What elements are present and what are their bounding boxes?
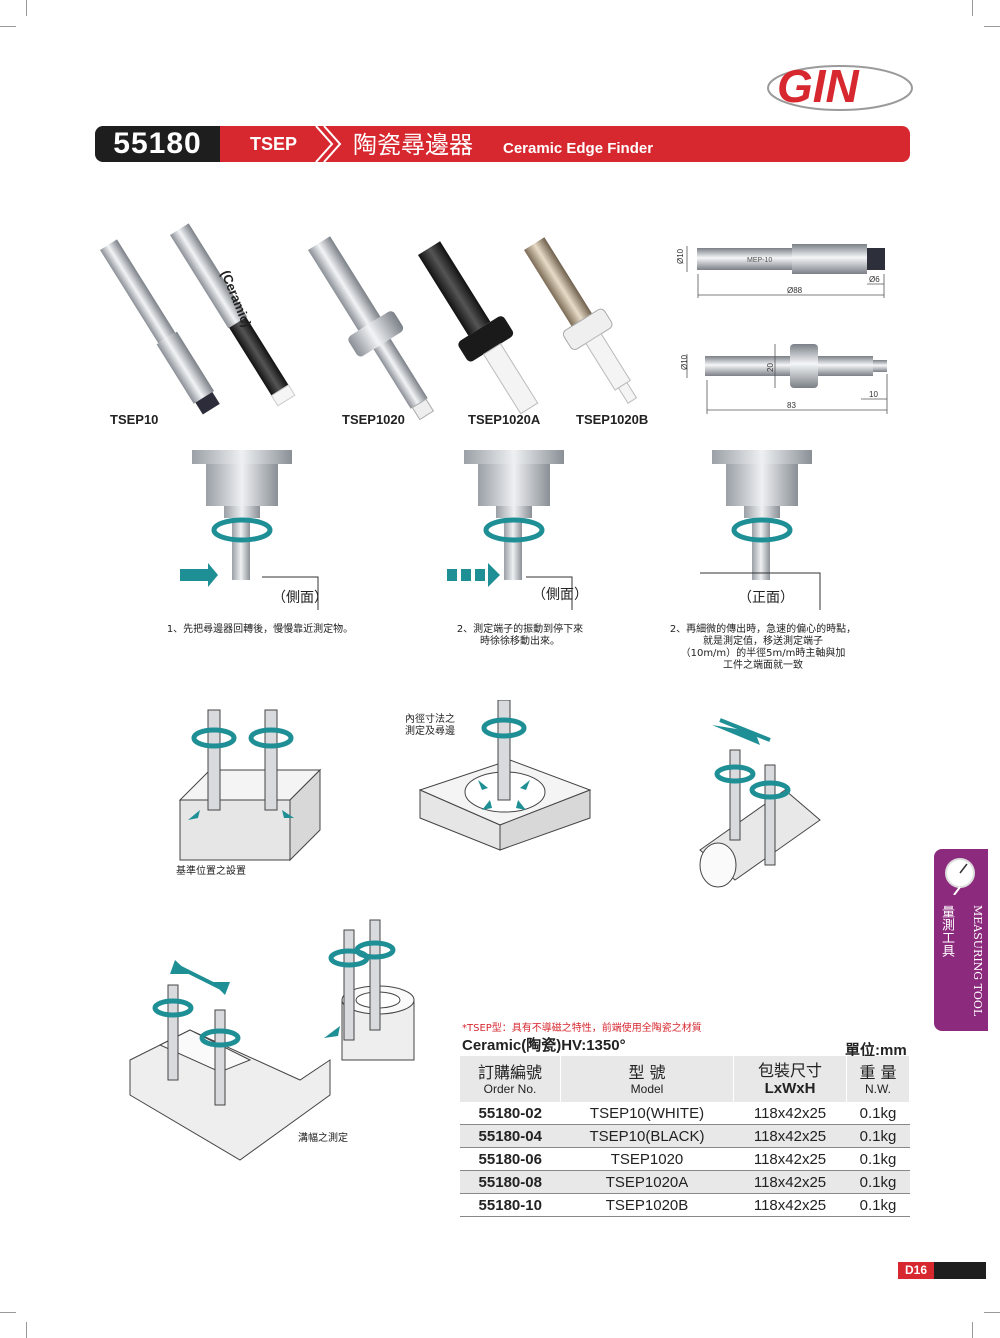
inner-diameter-figure (418, 700, 592, 851)
table-row: 55180-06 TSEP1020 118x42x25 0.1kg (460, 1147, 910, 1171)
table-row: 55180-10 TSEP1020B 118x42x25 0.1kg (460, 1193, 910, 1217)
step3-view-label: （正面） (738, 590, 794, 606)
gauge-icon (945, 858, 975, 895)
crop-mark (972, 1322, 973, 1338)
crop-mark (0, 1312, 16, 1313)
logo-text: GIN (777, 60, 860, 112)
reference-setting-figure (178, 709, 322, 862)
page-number: D16 (898, 1262, 934, 1279)
step3-text: 2、再細微的傳出時，急速的偏心的時點， 就是測定值，移送測定端子 （10m/m）… (669, 624, 857, 671)
crop-mark (984, 26, 1000, 27)
groove-caption: 溝幅之測定 (298, 1133, 348, 1144)
table-row: 55180-02 TSEP10(WHITE) 118x42x25 0.1kg (460, 1102, 910, 1125)
unit-label: 單位:mm (845, 1042, 907, 1059)
label-tsep1020: TSEP1020 (342, 412, 405, 427)
order-no-cell: 55180-06 (460, 1147, 561, 1171)
tsep1020a-image (418, 241, 539, 415)
step2-figure (447, 450, 573, 610)
groove-ring-figure (324, 919, 415, 1061)
svg-text:Ø6: Ø6 (869, 275, 880, 284)
crop-mark (972, 0, 973, 16)
label-tsep10: TSEP10 (110, 412, 159, 427)
tsep10-black-image (170, 223, 296, 407)
package-cell: 118x42x25 (733, 1124, 847, 1148)
order-no-cell: 55180-08 (460, 1170, 561, 1194)
chevron-icon (315, 126, 342, 162)
order-no-cell: 55180-04 (460, 1124, 561, 1148)
reference-caption: 基準位置之設置 (176, 866, 246, 877)
table-row: 55180-08 TSEP1020A 118x42x25 0.1kg (460, 1170, 910, 1194)
crop-mark (0, 26, 16, 27)
weight-cell: 0.1kg (846, 1102, 910, 1125)
round-bar-figure (699, 718, 821, 888)
tsep-note: *TSEP型：具有不導磁之特性，前端使用全陶瓷之材質 (462, 1023, 702, 1034)
weight-cell: 0.1kg (846, 1124, 910, 1148)
model-cell: TSEP1020 (560, 1147, 734, 1171)
step2-view-label: （側面） (532, 587, 588, 603)
product-photos (100, 223, 638, 420)
page-number-bar: D16 (898, 1262, 986, 1279)
title-en: Ceramic Edge Finder (503, 140, 654, 157)
side-tab-en: MEASURING TOOL (971, 905, 984, 1017)
tsep10-white-image (100, 239, 220, 415)
model-cell: TSEP1020B (560, 1193, 734, 1217)
order-no-cell: 55180-02 (460, 1102, 561, 1125)
inner-diameter-caption: 內徑寸法之 測定及尋邊 (405, 714, 455, 737)
brand-logo: GIN (765, 58, 915, 114)
crop-mark (26, 0, 27, 16)
weight-cell: 0.1kg (846, 1147, 910, 1171)
crop-mark (984, 1312, 1000, 1313)
svg-text:Ø88: Ø88 (787, 286, 803, 295)
tsep1020-image (308, 236, 435, 420)
weight-cell: 0.1kg (846, 1170, 910, 1194)
package-cell: 118x42x25 (733, 1170, 847, 1194)
step2-text: 2、測定端子的振動到停下來 時徐徐移動出來。 (456, 624, 584, 647)
title-zh: 陶瓷尋邊器 (353, 131, 473, 159)
crop-mark (26, 1322, 27, 1338)
product-code: TSEP (250, 134, 298, 154)
model-cell: TSEP1020A (560, 1170, 734, 1194)
weight-cell: 0.1kg (846, 1193, 910, 1217)
table-row: 55180-04 TSEP10(BLACK) 118x42x25 0.1kg (460, 1124, 910, 1148)
svg-text:Ø10: Ø10 (676, 248, 685, 264)
order-no-cell: 55180-10 (460, 1193, 561, 1217)
side-tab-zh: 量測工具 (939, 905, 954, 957)
usage-diagrams (129, 700, 821, 1161)
title-bar: 55180 TSEP 陶瓷尋邊器 Ceramic Edge Finder (95, 126, 910, 162)
svg-text:Ø10: Ø10 (680, 354, 689, 370)
package-cell: 118x42x25 (733, 1102, 847, 1125)
label-tsep1020b: TSEP1020B (576, 412, 649, 427)
step1-text: 1、先把尋邊器回轉後，慢慢靠近測定物。 (166, 624, 354, 635)
package-cell: 118x42x25 (733, 1193, 847, 1217)
groove-width-figure (129, 960, 331, 1161)
label-tsep1020a: TSEP1020A (468, 412, 541, 427)
svg-text:MEP-10: MEP-10 (747, 257, 772, 264)
svg-text:20: 20 (766, 363, 775, 372)
step-diagrams (180, 450, 821, 610)
step1-view-label: （側面） (272, 590, 328, 606)
package-cell: 118x42x25 (733, 1147, 847, 1171)
tsep1020b-image (524, 237, 638, 404)
dimension-drawing: Ø10 Ø88 Ø6 MEP-10 Ø10 20 10 83 (676, 244, 888, 414)
step3-figure (700, 450, 821, 610)
step1-figure (180, 450, 319, 610)
model-cell: TSEP10(BLACK) (560, 1124, 734, 1148)
hardness-spec: Ceramic(陶瓷)HV:1350° (462, 1037, 626, 1054)
product-number: 55180 (95, 126, 220, 162)
side-tab (934, 849, 988, 1031)
svg-text:10: 10 (869, 390, 878, 399)
model-cell: TSEP10(WHITE) (560, 1102, 734, 1125)
svg-text:83: 83 (787, 401, 796, 410)
